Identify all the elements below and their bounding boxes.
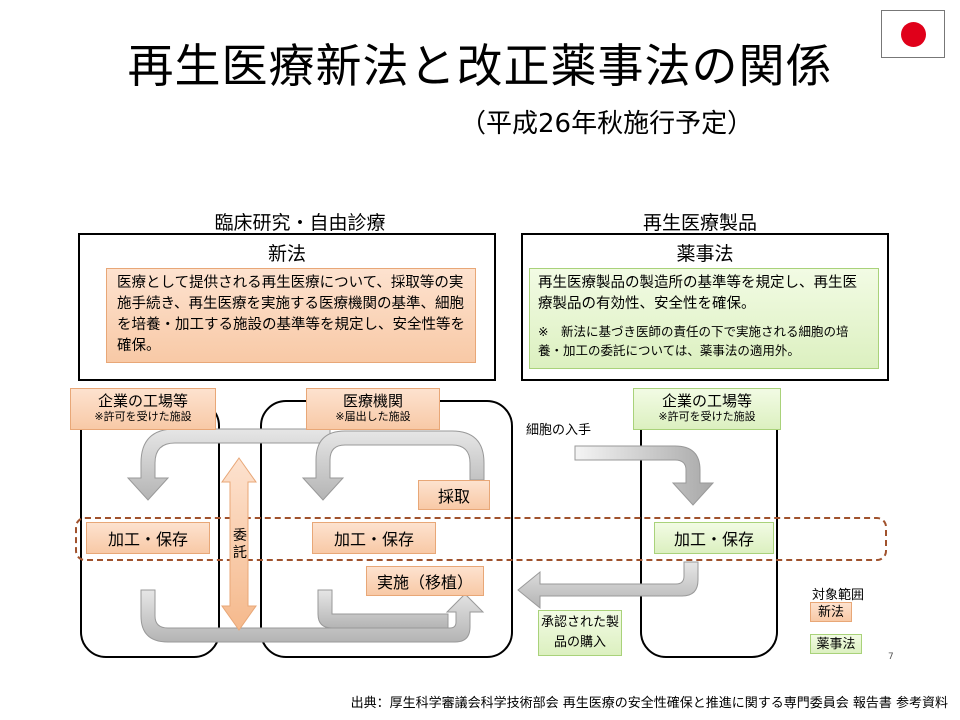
medical-institution-tag: 医療機関 ※届出した施設 [306,388,440,430]
legend-pharma-law: 薬事法 [810,634,862,654]
right-factory-sub: ※許可を受けた施設 [658,410,756,423]
consign-label: 委託 [233,528,247,561]
page-title: 再生医療新法と改正薬事法の関係 [127,39,833,93]
process-center-box: 加工・保存 [312,522,436,554]
pharma-law-note: ※ 新法に基づき医師の責任の下で実施される細胞の培養・加工の委託については、薬事… [538,324,849,358]
pharma-law-description-box: 再生医療製品の製造所の基準等を規定し、再生医療製品の有効性、安全性を確保。 ※ … [529,268,879,369]
pharma-law-description: 再生医療製品の製造所の基準等を規定し、再生医療製品の有効性、安全性を確保。 [538,275,857,312]
new-law-description: 医療として提供される再生医療について、採取等の実施手続き、再生医療を実施する医療… [106,268,476,363]
approved-purchase-box: 承認された製品の購入 [538,610,622,656]
process-left-box: 加工・保存 [86,522,210,554]
arrow-collection-loop [301,430,485,501]
right-factory-tag: 企業の工場等 ※許可を受けた施設 [633,388,781,430]
source-citation: 出典：厚生科学審議会科学技術部会 再生医療の安全性確保と推進に関する専門委員会 … [350,696,948,711]
medical-institution-label: 医療機関 [342,392,403,410]
arrow-purchase [517,561,699,610]
left-factory-label: 企業の工場等 [97,392,188,410]
process-right-box: 加工・保存 [654,522,774,554]
left-factory-tag: 企業の工場等 ※許可を受けた施設 [70,388,216,430]
page-number: 7 [888,652,894,662]
left-section-heading: 臨床研究・自由診療 [214,212,386,234]
implant-box: 実施（移植） [366,566,484,596]
arrow-center-down [317,589,449,629]
arrow-to-left-factory [126,428,331,501]
arrow-left-to-implant [140,589,485,643]
pharma-law-box: 薬事法 再生医療製品の製造所の基準等を規定し、再生医療製品の有効性、安全性を確保… [521,233,889,381]
new-law-label: 新法 [267,243,306,265]
new-law-box: 新法 医療として提供される再生医療について、採取等の実施手続き、再生医療を実施す… [78,233,496,381]
pharma-law-label: 薬事法 [676,243,734,265]
left-factory-sub: ※許可を受けた施設 [94,410,192,423]
right-factory-label: 企業の工場等 [661,392,752,410]
japan-flag-icon [881,10,945,58]
right-section-heading: 再生医療製品 [642,212,757,234]
legend-new-law: 新法 [810,602,852,622]
medical-institution-sub: ※届出した施設 [335,410,411,423]
legend-title: 対象範囲 [812,588,865,603]
collection-box: 採取 [418,480,490,510]
page-subtitle: （平成26年秋施行予定） [460,109,754,139]
cell-acquire-label: 細胞の入手 [526,423,592,438]
arrow-cell-acquire [574,445,715,506]
scope-dashed-band [75,517,887,561]
consign-arrow [221,457,257,631]
